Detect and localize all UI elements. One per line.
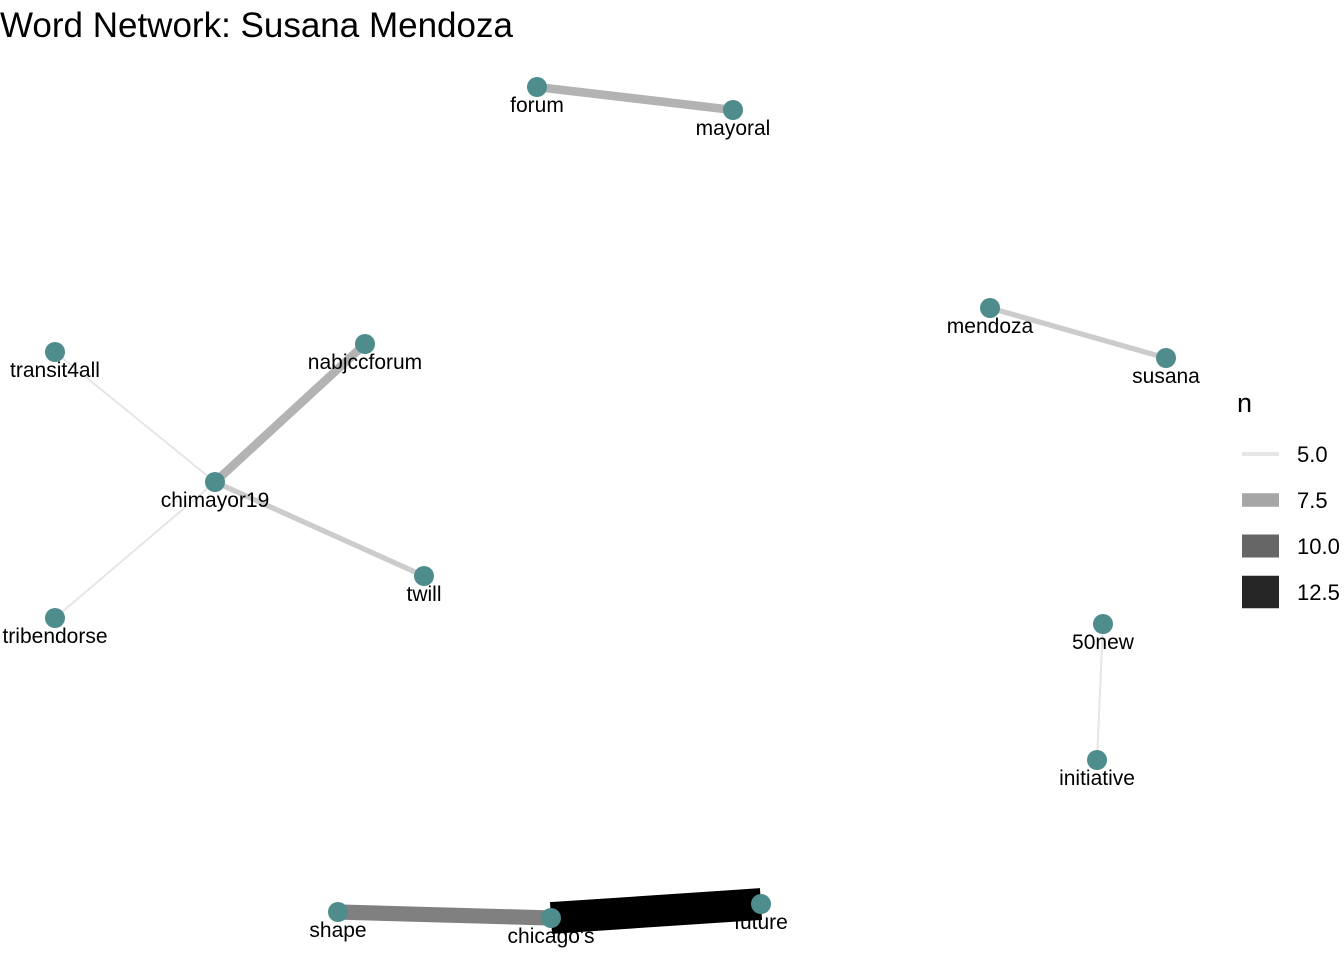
node-label-shape: shape <box>309 919 366 942</box>
edge-chimayor19-nabjccforum <box>212 340 368 486</box>
legend-title: n <box>1237 388 1252 418</box>
edge-chicago's-future <box>549 888 763 934</box>
node-susana <box>1156 348 1176 368</box>
chart-title: Word Network: Susana Mendoza <box>0 6 513 45</box>
node-label-initiative: initiative <box>1059 767 1135 790</box>
node-forum <box>527 77 547 97</box>
node-mayoral <box>723 100 743 120</box>
node-label-mendoza: mendoza <box>947 315 1034 338</box>
node-initiative <box>1087 750 1107 770</box>
node-label-nabjccforum: nabjccforum <box>308 351 422 374</box>
legend-label-3: 12.5 <box>1297 580 1340 605</box>
label-layer: forum mayoral mendoza susana transit4all nabj… <box>2 94 1200 948</box>
edge-50new-initiative <box>1096 623 1104 761</box>
node-label-chicago's: chicago's <box>508 925 595 948</box>
node-label-susana: susana <box>1132 365 1200 388</box>
node-chicago's <box>541 908 561 928</box>
node-label-transit4all: transit4all <box>10 359 100 382</box>
legend-key-0 <box>1242 452 1279 456</box>
node-chimayor19 <box>205 472 225 492</box>
node-label-future: future <box>734 911 788 934</box>
edge-chimayor19-tribendorse <box>54 481 216 619</box>
node-twill <box>414 566 434 586</box>
node-label-twill: twill <box>407 583 442 606</box>
node-tribendorse <box>45 608 65 628</box>
legend-key-2 <box>1242 534 1279 558</box>
legend-label-0: 5.0 <box>1297 442 1328 467</box>
edge-mendoza-susana <box>989 305 1167 361</box>
node-shape <box>328 902 348 922</box>
node-label-mayoral: mayoral <box>696 117 771 140</box>
legend-key-1 <box>1242 493 1279 507</box>
edge-shape-chicago's <box>337 904 552 926</box>
legend: n 5.0 7.5 10.0 12.5 <box>1237 388 1340 609</box>
legend-label-2: 10.0 <box>1297 534 1340 559</box>
edge-forum-mayoral <box>536 82 734 115</box>
node-layer <box>45 77 1176 928</box>
node-transit4all <box>45 342 65 362</box>
legend-label-1: 7.5 <box>1297 488 1328 513</box>
node-50new <box>1093 614 1113 634</box>
node-label-tribendorse: tribendorse <box>2 625 107 648</box>
edge-chimayor19-transit4all <box>54 351 216 483</box>
node-label-forum: forum <box>510 94 564 117</box>
node-mendoza <box>980 298 1000 318</box>
edge-chimayor19-twill <box>213 479 426 579</box>
node-nabjccforum <box>355 334 375 354</box>
edge-layer <box>54 82 1167 934</box>
node-label-50new: 50new <box>1072 631 1135 654</box>
node-label-chimayor19: chimayor19 <box>161 489 270 512</box>
legend-key-3 <box>1242 575 1279 609</box>
node-future <box>751 894 771 914</box>
